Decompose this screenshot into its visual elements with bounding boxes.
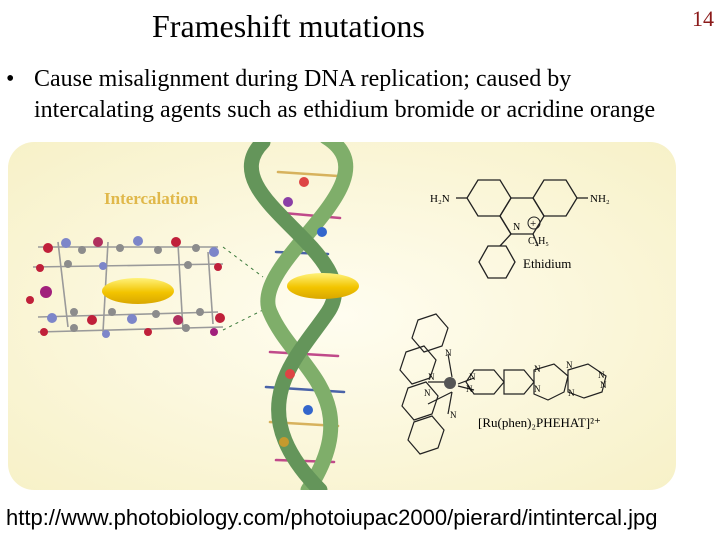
ru-n-6: N — [466, 384, 473, 394]
intercalation-figure: Intercalation — [8, 142, 676, 490]
bullet-text: Cause misalignment during DNA replicatio… — [34, 66, 656, 123]
page-number: 14 — [692, 6, 714, 31]
ball-stick-model — [26, 236, 225, 338]
figure-background — [8, 142, 676, 490]
ru-complex-label: [Ru(phen)₂PHEHAT]²⁺ — [478, 415, 601, 430]
bullet-item: • Cause misalignment during DNA replicat… — [6, 64, 696, 126]
intercalator-left — [102, 278, 174, 304]
ru-n-12: N — [568, 388, 575, 398]
dna-double-helix — [244, 142, 359, 490]
ru-n-11: N — [600, 380, 607, 390]
ruthenium-atom-icon — [444, 377, 456, 389]
ru-n-10: N — [598, 370, 605, 380]
ethidium-n-plus: N — [513, 222, 520, 233]
ru-n-8: N — [534, 384, 541, 394]
ru-n-4: N — [450, 410, 457, 420]
source-url: http://www.photobiology.com/photoiupac20… — [6, 505, 658, 530]
ru-n-9: N — [566, 360, 573, 370]
ru-n-3: N — [424, 388, 431, 398]
ethidium-h2n: H₂N — [430, 193, 450, 205]
ru-n-5: N — [469, 372, 476, 382]
ethidium-ethyl: C₂H₅ — [528, 236, 549, 247]
ethidium-nh2: NH₂ — [590, 193, 610, 205]
ru-n-7: N — [534, 364, 541, 374]
intercalator-helix — [287, 273, 359, 299]
slide-title: Frameshift mutations — [152, 8, 425, 44]
ru-n-1: N — [445, 348, 452, 358]
plus-sign-icon: + — [530, 218, 536, 230]
ru-n-2: N — [428, 372, 435, 382]
bullet-dot-icon: • — [6, 66, 15, 92]
ethidium-structure — [456, 179, 588, 279]
intercalation-label: Intercalation — [104, 189, 199, 208]
ru-complex-structure — [399, 313, 607, 455]
ethidium-label: Ethidium — [523, 256, 571, 271]
positive-charge-icon — [527, 216, 541, 230]
